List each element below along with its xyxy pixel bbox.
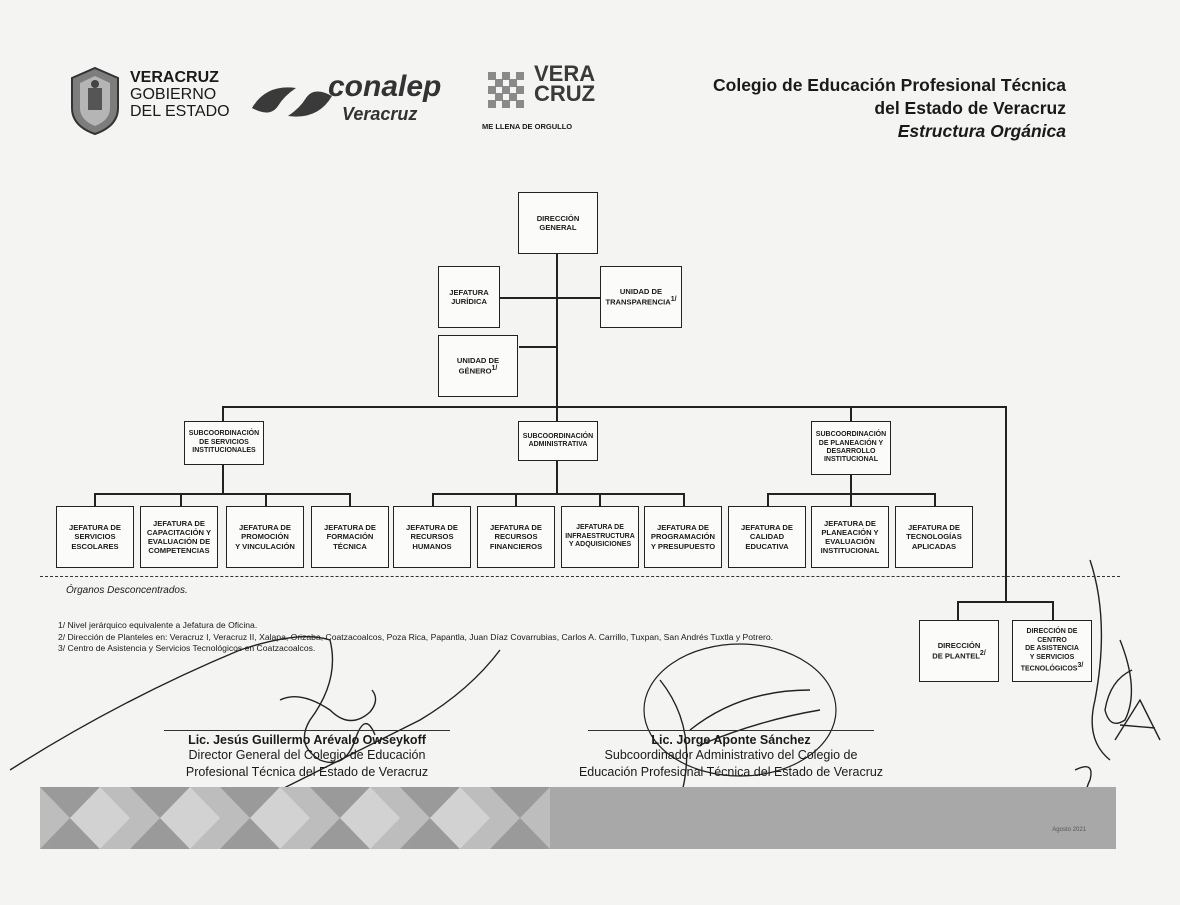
header-title-line-1: Colegio de Educación Profesional Técnica [713,75,1066,95]
brand-vera: VERA [534,61,596,86]
footnote-ref-3: 3/ [1077,661,1084,669]
box-jefatura-juridica: JEFATURA JURÍDICA [438,266,500,328]
box-jef-tecnologias: JEFATURA DE TECNOLOGÍAS APLICADAS [895,506,973,568]
label-jef-servicios-escolares: JEFATURA DE SERVICIOS ESCOLARES [69,523,121,551]
footnote-1: 1/ Nivel jerárquico equivalente a Jefatu… [58,620,258,630]
label-unidad-genero: UNIDAD DE GÉNERO [456,356,500,376]
label-jef-infra: JEFATURA DE INFRAESTRUCTURA Y ADQUISICIO… [565,524,635,549]
knot-pattern-icon [488,72,524,108]
conalep-logo: conalep Veracruz [248,70,478,134]
box-jef-servicios-escolares: JEFATURA DE SERVICIOS ESCOLARES [56,506,134,568]
box-jef-infra: JEFATURA DE INFRAESTRUCTURA Y ADQUISICIO… [561,506,639,568]
label-jef-formacion: JEFATURA DE FORMACIÓN TÉCNICA [324,523,376,551]
label-sub-planeacion: SUBCOORDINACIÓN DE PLANEACIÓN Y DESARROL… [815,431,887,464]
veracruz-government-logo: VERACRUZ GOBIERNO DEL ESTADO [66,64,246,136]
label-jef-promocion: JEFATURA DE PROMOCIÓN Y VINCULACIÓN [235,523,295,551]
label-sub-administrativa: SUBCOORDINACIÓN ADMINISTRATIVA [522,432,594,448]
footnote-ref-2: 2/ [979,650,986,658]
footer-date: Agosto 2021 [1052,827,1086,833]
footnote-ref-1: 1/ [491,365,498,373]
box-jef-capacitacion: JEFATURA DE CAPACITACIÓN Y EVALUACIÓN DE… [140,506,218,568]
signer-left-role-2: Profesional Técnica del Estado de Veracr… [185,764,429,779]
box-jef-formacion: JEFATURA DE FORMACIÓN TÉCNICA [311,506,389,568]
coat-of-arms-icon [71,66,119,136]
veracruz-brand-logo: VERA CRUZ ME LLENA DE ORGULLO [478,61,618,138]
signer-right-name: Lic. Jorge Aponte Sánchez [651,733,811,747]
box-direccion-general: DIRECCIÓN GENERAL [518,192,598,254]
box-unidad-genero: UNIDAD DE GÉNERO1/ [438,335,518,397]
label-direccion-general: DIRECCIÓN GENERAL [536,213,580,232]
brand-cruz: CRUZ [534,81,596,106]
box-direccion-centro: DIRECCIÓN DE CENTRO DE ASISTENCIA Y SERV… [1012,620,1092,682]
signer-left-name: Lic. Jesús Guillermo Arévalo Owseykoff [188,733,426,747]
label-sub-servicios: SUBCOORDINACIÓN DE SERVICIOS INSTITUCION… [188,430,260,455]
label-jef-rh: JEFATURA DE RECURSOS HUMANOS [406,523,458,551]
organos-separator [40,576,1120,577]
conalep-wordmark: conalep [328,70,442,103]
label-jefatura-juridica: JEFATURA JURÍDICA [449,287,489,306]
box-jef-calidad: JEFATURA DE CALIDAD EDUCATIVA [728,506,806,568]
box-sub-planeacion: SUBCOORDINACIÓN DE PLANEACIÓN Y DESARROL… [811,421,891,475]
header-title-line-2: del Estado de Veracruz [874,97,1066,118]
label-jef-rf: JEFATURA DE RECURSOS FINANCIEROS [489,523,543,551]
footnote-ref-1: 1/ [670,296,677,304]
signature-line-left [164,730,450,731]
organos-label: Órganos Desconcentrados. [66,585,188,596]
box-jef-promocion: JEFATURA DE PROMOCIÓN Y VINCULACIÓN [226,506,304,568]
box-unidad-transparencia: UNIDAD DE TRANSPARENCIA1/ [600,266,682,328]
label-jef-planeacion: JEFATURA DE PLANEACIÓN Y EVALUACIÓN INST… [820,518,880,556]
header-title-line-3: Estructura Orgánica [897,120,1066,141]
box-jef-rh: JEFATURA DE RECURSOS HUMANOS [393,506,471,568]
logo-text-del-estado: DEL ESTADO [130,103,230,120]
box-jef-programacion: JEFATURA DE PROGRAMACIÓN Y PRESUPUESTO [644,506,722,568]
conalep-symbol-icon [252,87,332,117]
box-sub-administrativa: SUBCOORDINACIÓN ADMINISTRATIVA [518,421,598,461]
banner-pattern [40,787,1116,849]
box-jef-planeacion: JEFATURA DE PLANEACIÓN Y EVALUACIÓN INST… [811,506,889,568]
box-sub-servicios: SUBCOORDINACIÓN DE SERVICIOS INSTITUCION… [184,421,264,465]
signer-left-role-1: Director General del Colegio de Educació… [188,748,426,762]
label-jef-calidad: JEFATURA DE CALIDAD EDUCATIVA [741,523,793,551]
signer-right-role-2: Educación Profesional Técnica del Estado… [578,764,884,779]
box-jef-rf: JEFATURA DE RECURSOS FINANCIEROS [477,506,555,568]
label-direccion-centro: DIRECCIÓN DE CENTRO DE ASISTENCIA Y SERV… [1020,628,1079,673]
footnote-3: 3/ Centro de Asistencia y Servicios Tecn… [58,643,316,654]
footnote-2: 2/ Dirección de Planteles en: Veracruz I… [58,631,774,642]
label-jef-tecnologias: JEFATURA DE TECNOLOGÍAS APLICADAS [906,523,962,551]
box-direccion-plantel: DIRECCIÓN DE PLANTEL2/ [919,620,999,682]
label-jef-capacitacion: JEFATURA DE CAPACITACIÓN Y EVALUACIÓN DE… [146,518,212,556]
logo-text-gobierno: GOBIERNO [130,86,217,103]
label-direccion-plantel: DIRECCIÓN DE PLANTEL [932,641,981,661]
footer-banner: Agosto 2021 [40,787,1116,849]
signer-right-role-1: Subcoordinador Administrativo del Colegi… [604,748,858,762]
signature-line-right [588,730,874,731]
conalep-state: Veracruz [342,104,418,124]
brand-tagline: ME LLENA DE ORGULLO [482,122,573,131]
label-jef-programacion: JEFATURA DE PROGRAMACIÓN Y PRESUPUESTO [650,523,716,551]
label-unidad-transparencia: UNIDAD DE TRANSPARENCIA [605,287,671,307]
logo-text-veracruz: VERACRUZ [130,69,219,86]
